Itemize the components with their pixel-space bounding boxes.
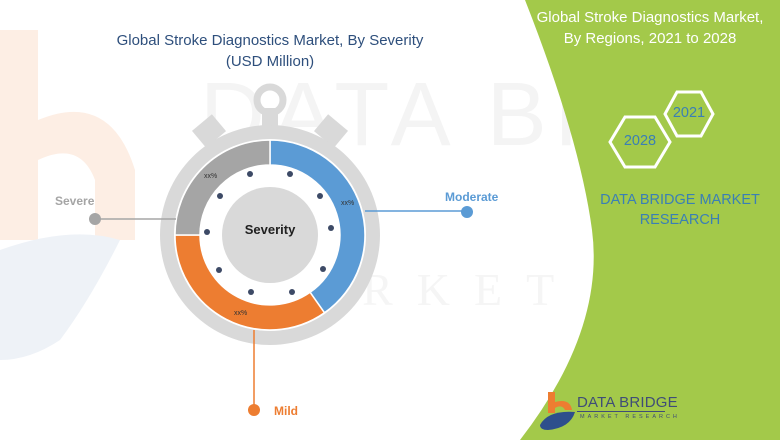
pct-moderate: xx% <box>341 200 355 207</box>
label-severe: Severe <box>55 194 95 208</box>
center-label: Severity <box>244 222 296 237</box>
year-2021: 2021 <box>672 105 706 121</box>
mild-marker-icon <box>248 404 260 416</box>
logo-name: DATA BRIDGE <box>577 394 678 411</box>
moderate-marker-icon <box>461 206 473 218</box>
regions-title-line2: By Regions, 2021 to 2028 <box>563 30 737 47</box>
chart-title: Global Stroke Diagnostics Market, By Sev… <box>100 30 440 72</box>
dial-dots <box>204 171 334 295</box>
logo-divider <box>577 411 665 412</box>
regions-title: Global Stroke Diagnostics Market, By Reg… <box>525 7 775 49</box>
brand-text: DATA BRIDGE MARKET RESEARCH <box>590 190 770 230</box>
regions-title-line1: Global Stroke Diagnostics Market, <box>536 9 764 26</box>
segment-severe <box>174 139 271 236</box>
brand-line1: DATA BRIDGE MARKET <box>600 192 760 208</box>
label-mild: Mild <box>274 404 298 418</box>
severe-marker-icon <box>89 213 101 225</box>
logo-tagline: MARKET RESEARCH <box>580 414 680 420</box>
chart-title-line1: Global Stroke Diagnostics Market, By Sev… <box>116 32 424 49</box>
pct-mild: xx% <box>234 310 248 317</box>
logo-mark-icon <box>540 392 575 430</box>
chart-title-line2: (USD Million) <box>225 53 315 70</box>
year-2028: 2028 <box>623 133 657 149</box>
hexagon-2021 <box>663 90 715 138</box>
pct-severe: xx% <box>204 173 218 180</box>
brand-line2: RESEARCH <box>639 212 721 228</box>
label-moderate: Moderate <box>445 190 499 204</box>
hexagon-2028 <box>608 115 672 169</box>
